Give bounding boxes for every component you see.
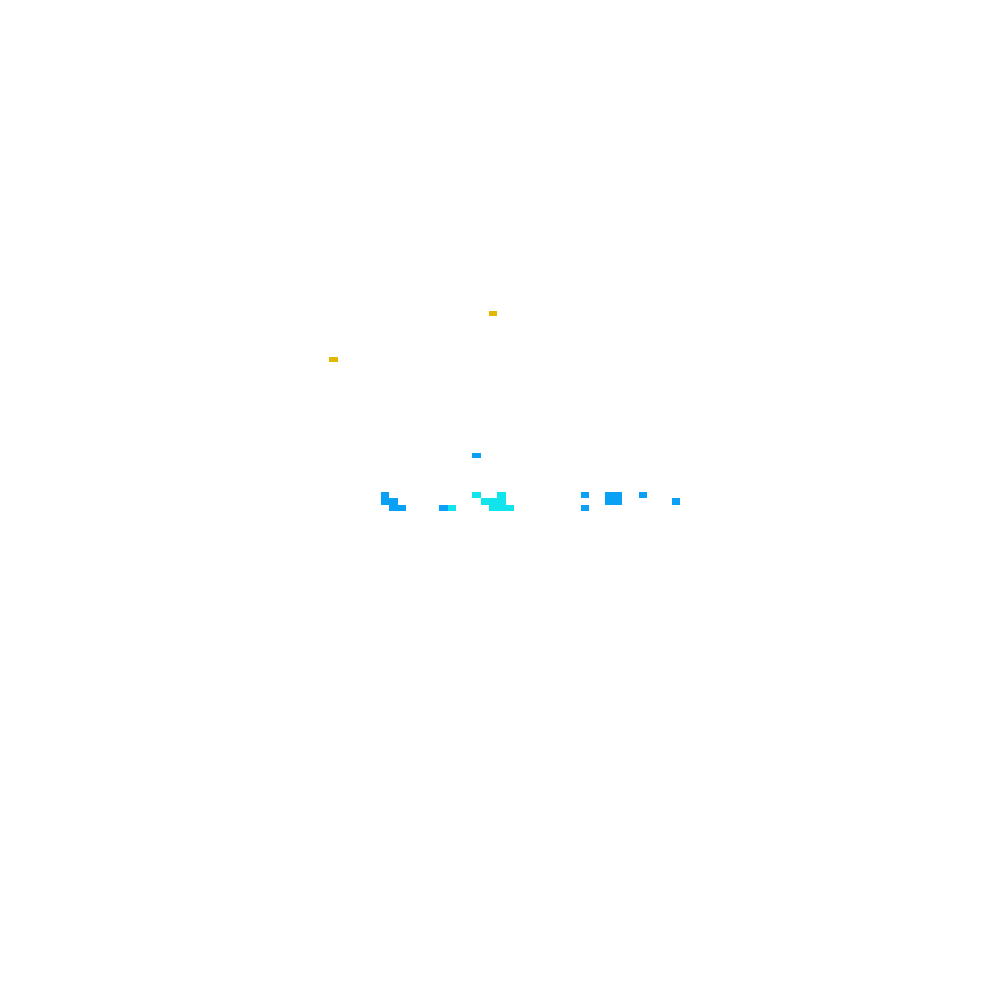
terrain-pixel <box>489 505 514 511</box>
terrain-pixel <box>581 492 589 498</box>
terrain-pixel <box>381 498 398 505</box>
terrain-pixel <box>581 505 589 511</box>
terrain-pixel <box>472 453 481 458</box>
terrain-pixel <box>672 498 680 505</box>
terrain-pixel <box>389 505 406 511</box>
terrain-pixel <box>381 492 389 498</box>
terrain-pixel <box>439 505 448 511</box>
terrain-pixel <box>605 492 622 505</box>
star-pixel <box>489 311 497 316</box>
star-pixel <box>329 357 338 362</box>
terrain-pixel <box>639 492 647 498</box>
terrain-pixel <box>497 492 506 505</box>
terrain-pixel <box>448 505 456 511</box>
terrain-pixel <box>489 498 497 505</box>
terrain-pixel <box>472 492 481 498</box>
terrain-pixel <box>481 498 489 505</box>
